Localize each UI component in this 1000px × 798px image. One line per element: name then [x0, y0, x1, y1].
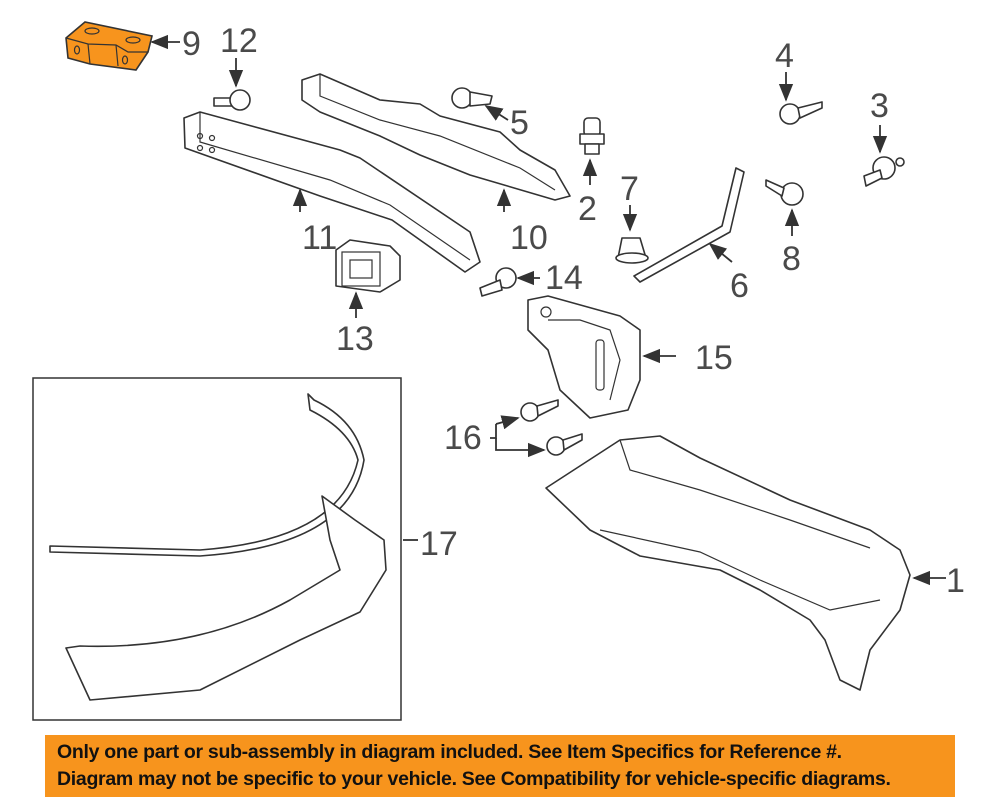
- part-9-bracket[interactable]: [65, 21, 153, 71]
- disclaimer-banner: Only one part or sub-assembly in diagram…: [45, 735, 955, 797]
- callout-11: 11: [302, 219, 337, 257]
- callout-3: 3: [870, 87, 889, 125]
- callout-7: 7: [620, 170, 639, 208]
- callout-8: 8: [782, 240, 801, 278]
- part-17-inset-box: [32, 377, 402, 721]
- part-14-bolt[interactable]: [479, 267, 517, 297]
- part-10-absorber[interactable]: [301, 73, 571, 201]
- callout-5: 5: [510, 104, 529, 142]
- part-17-valance[interactable]: [65, 495, 387, 701]
- part-12-bolt[interactable]: [213, 89, 251, 111]
- callout-13: 13: [336, 320, 374, 358]
- callout-1: 1: [946, 562, 965, 600]
- disclaimer-line-2: Diagram may not be specific to your vehi…: [57, 768, 891, 790]
- part-5-clip[interactable]: [451, 87, 493, 109]
- part-13-bracket[interactable]: [335, 239, 401, 293]
- callout-9: 9: [182, 25, 201, 63]
- part-2-retainer[interactable]: [579, 117, 605, 155]
- part-16-screws[interactable]: [520, 399, 583, 456]
- callout-10: 10: [510, 219, 548, 257]
- disclaimer-line-1: Only one part or sub-assembly in diagram…: [57, 741, 842, 763]
- callout-2: 2: [578, 190, 597, 228]
- part-6-strip[interactable]: [633, 167, 745, 283]
- callout-14: 14: [545, 259, 583, 297]
- part-3-bolt[interactable]: [863, 156, 905, 187]
- part-1-bumper-cover[interactable]: [545, 435, 911, 691]
- callout-4: 4: [775, 37, 794, 75]
- part-15-bracket[interactable]: [527, 295, 641, 419]
- part-8-screw[interactable]: [765, 179, 804, 206]
- part-4-screw[interactable]: [779, 101, 823, 125]
- callout-16: 16: [444, 419, 482, 457]
- part-7-clip[interactable]: [615, 237, 649, 264]
- callout-12: 12: [220, 22, 258, 60]
- part-17-molding-strip[interactable]: [49, 393, 365, 557]
- callout-15: 15: [695, 339, 733, 377]
- callout-6: 6: [730, 267, 749, 305]
- part-11-reinforcement[interactable]: [183, 111, 481, 273]
- callout-17: 17: [420, 525, 458, 563]
